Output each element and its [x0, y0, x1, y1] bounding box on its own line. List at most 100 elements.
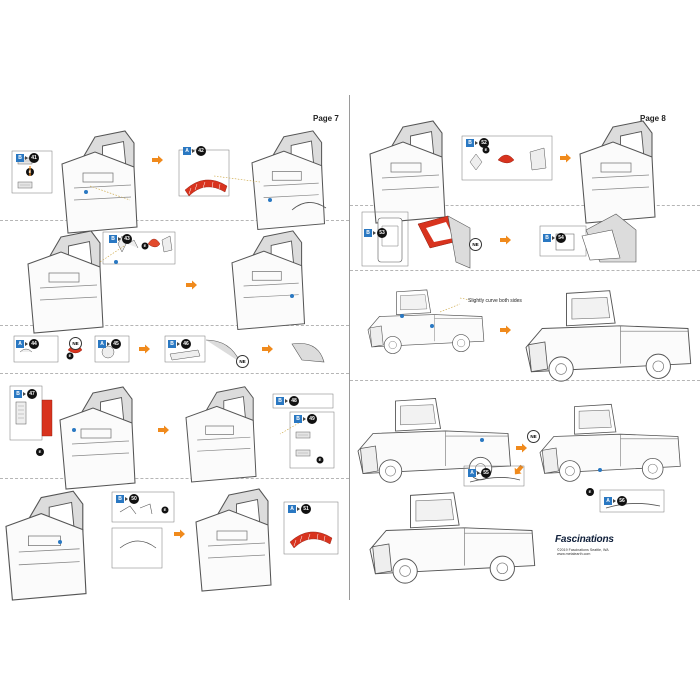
arrow-icon: [511, 463, 525, 477]
arrow-small-icon: [23, 392, 26, 396]
tool-e-marker: E: [586, 488, 594, 496]
part-number-badge: 41: [29, 153, 39, 163]
part-number-badge: 47: [27, 389, 37, 399]
part-number-badge: 48: [289, 396, 299, 406]
arrow-small-icon: [303, 417, 306, 421]
arrow-icon: [139, 345, 150, 354]
step-42-cab: [252, 131, 325, 230]
arrow-small-icon: [475, 141, 478, 145]
sheet-letter-badge: B: [109, 235, 117, 243]
part-callout-50: B 50: [116, 494, 139, 504]
sheet-letter-badge: A: [468, 469, 476, 477]
sheet-letter-badge: B: [543, 234, 551, 242]
sheet-letter-badge: B: [16, 154, 24, 162]
tool-e-label: E: [483, 147, 489, 152]
step-56-truck: [540, 404, 680, 481]
part-callout-53: B 53: [364, 228, 387, 238]
fascinations-logo: Fascinations: [555, 534, 614, 545]
arrow-small-icon: [373, 231, 376, 235]
part-callout-46: B 46: [168, 339, 191, 349]
part-callout-48: B 48: [276, 396, 299, 406]
part-callout-44: A 44: [16, 339, 39, 349]
sheet-letter-badge: A: [604, 497, 612, 505]
part-callout-56: A 56: [604, 496, 627, 506]
part-number-badge: 54: [556, 233, 566, 243]
arrow-small-icon: [192, 149, 195, 153]
part-callout-47: B 47: [14, 389, 37, 399]
arrow-small-icon: [107, 342, 110, 346]
sheet-letter-badge: B: [294, 415, 302, 423]
sheet-letter-badge: A: [288, 505, 296, 513]
sheet-letter-badge: A: [16, 340, 24, 348]
arrow-small-icon: [118, 237, 121, 241]
part-callout-51: A 51: [288, 504, 311, 514]
arrow-small-icon: [177, 342, 180, 346]
step-52-result: [580, 121, 655, 223]
website-line: www.metalearth.com: [557, 552, 609, 556]
arrow-icon: [174, 530, 185, 539]
part-number-badge: 49: [307, 414, 317, 424]
arrow-small-icon: [613, 499, 616, 503]
tool-e-label: E: [142, 243, 148, 248]
arrow-icon: [152, 156, 163, 165]
step-43-cab: [28, 231, 103, 333]
arrow-icon: [500, 326, 511, 335]
copyright-text: ©2019 Fascinations Seattle, WA www.metal…: [557, 548, 609, 557]
arrow-small-icon: [25, 156, 28, 160]
final-truck: [370, 493, 535, 583]
part-callout-42: A 42: [183, 146, 206, 156]
tool-e-label: E: [67, 353, 73, 358]
tool-e-label: E: [162, 507, 168, 512]
part-number-badge: 44: [29, 339, 39, 349]
tool-e-label: E: [37, 449, 43, 454]
part-number-badge: 42: [196, 146, 206, 156]
part-number-badge: 50: [129, 494, 139, 504]
ne-marker: NE: [236, 355, 249, 368]
step-52-cab: [370, 121, 445, 223]
part-callout-55: A 55: [468, 468, 491, 478]
ne-marker: NE: [69, 337, 82, 350]
step-47-cab: [60, 387, 135, 489]
step-43-result: [232, 231, 305, 330]
arrow-icon: [186, 281, 197, 290]
sheet-letter-badge: B: [14, 390, 22, 398]
sheet-letter-badge: B: [168, 340, 176, 348]
ne-marker: NE: [469, 238, 482, 251]
part-number-badge: 46: [181, 339, 191, 349]
sheet-letter-badge: B: [276, 397, 284, 405]
sheet-letter-badge: B: [364, 229, 372, 237]
step-48-cab: [186, 387, 256, 482]
sheet-letter-badge: B: [116, 495, 124, 503]
part-callout-41: B 41: [16, 153, 39, 163]
step-51-cab: [196, 489, 271, 591]
part-callout-54: B 54: [543, 233, 566, 243]
arrow-small-icon: [125, 497, 128, 501]
arrow-icon: [560, 154, 571, 163]
arrow-icon: [500, 236, 511, 245]
arrow-small-icon: [297, 507, 300, 511]
arrow-icon: [262, 345, 273, 354]
arrow-small-icon: [477, 471, 480, 475]
sheet-letter-badge: B: [466, 139, 474, 147]
sheet-letter-badge: A: [98, 340, 106, 348]
part-callout-43: B 43: [109, 234, 132, 244]
part-number-badge: 56: [617, 496, 627, 506]
arrow-icon: [158, 426, 169, 435]
part-number-badge: 51: [301, 504, 311, 514]
arrow-small-icon: [285, 399, 288, 403]
arrow-small-icon: [25, 342, 28, 346]
arrow-icon: [516, 444, 527, 453]
sheet-letter-badge: A: [183, 147, 191, 155]
part-number-badge: 53: [377, 228, 387, 238]
arrow-small-icon: [552, 236, 555, 240]
ne-marker: NE: [527, 430, 540, 443]
part-number-badge: 55: [481, 468, 491, 478]
callout-box: [112, 528, 162, 568]
part-number-badge: 43: [122, 234, 132, 244]
tool-e-label: E: [27, 169, 33, 174]
step-41-cab: [62, 131, 137, 233]
curve-note: Slightly curve both sides: [468, 298, 522, 304]
